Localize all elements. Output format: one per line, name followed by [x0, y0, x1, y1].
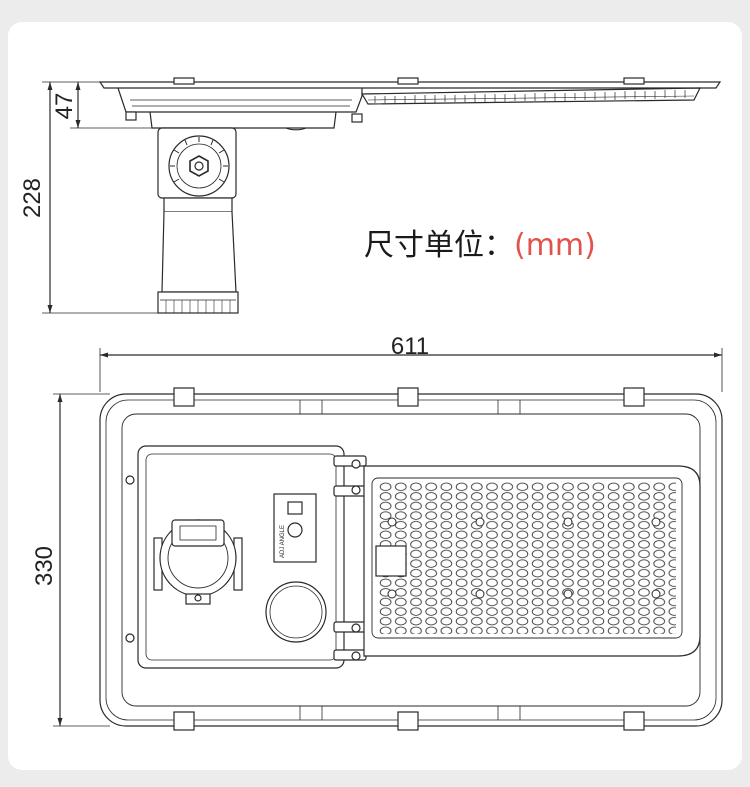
mount-label: ADJ ANGLE	[280, 525, 286, 558]
unit-caption: 尺寸单位：(mm)	[364, 220, 596, 264]
dim-text-330: 330	[31, 546, 58, 586]
dim-text-228: 228	[19, 178, 46, 218]
side-view	[42, 77, 722, 314]
dim-text-47: 47	[51, 93, 78, 120]
dim-text-611: 611	[391, 333, 429, 360]
top-view	[53, 348, 723, 731]
unit-caption-label: 尺寸单位：	[364, 228, 514, 263]
unit-caption-value: (mm)	[514, 228, 596, 263]
